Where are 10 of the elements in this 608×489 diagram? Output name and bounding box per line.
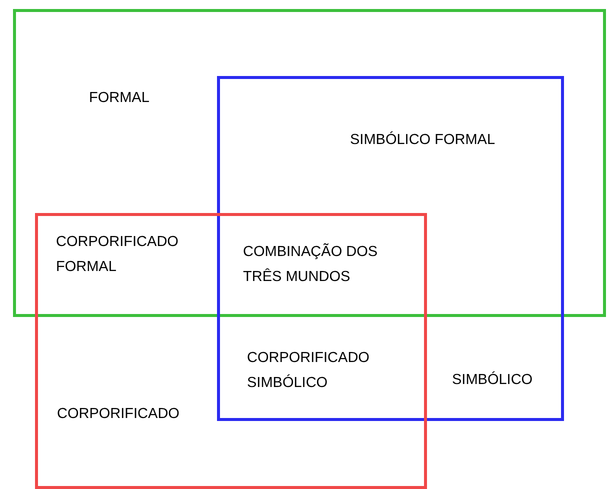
set-rectangle (13, 9, 606, 317)
set-label: SIMBÓLICO (452, 370, 533, 390)
set-label: FORMAL (89, 89, 150, 108)
overlap-label: COMBINAÇÃO DOS TRÊS MUNDOS (243, 242, 379, 287)
overlap-label: SIMBÓLICO FORMAL (350, 130, 496, 150)
set-rectangle (217, 76, 564, 421)
set-label: CORPORIFICADO (57, 405, 180, 424)
overlap-label: CORPORIFICADO FORMAL (56, 233, 180, 277)
overlap-label: CORPORIFICADO SIMBÓLICO (247, 349, 370, 393)
set-rectangle (35, 213, 427, 489)
